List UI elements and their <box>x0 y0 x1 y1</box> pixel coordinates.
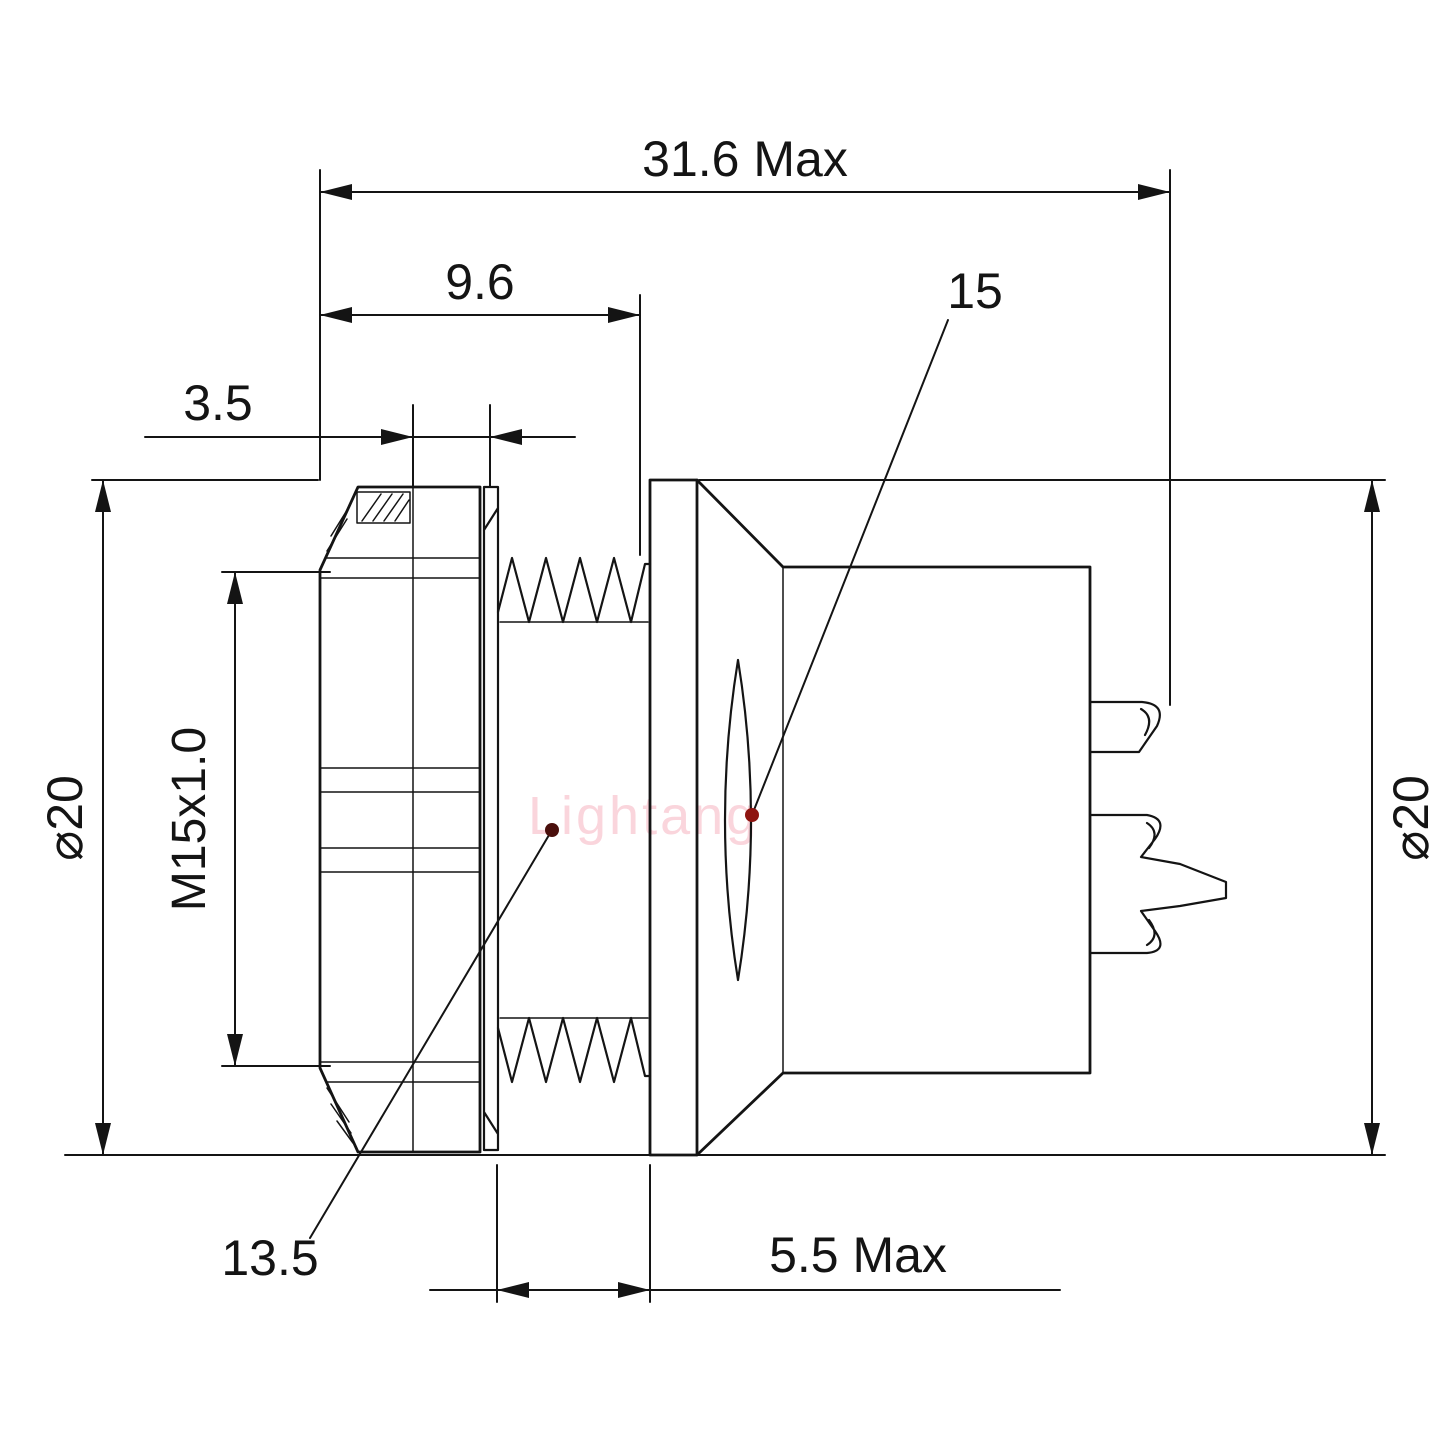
arrowhead-bottom <box>1364 1123 1380 1155</box>
arrowhead-right <box>618 1282 650 1298</box>
arrowhead-left <box>320 184 352 200</box>
leader-line <box>751 319 949 816</box>
dimension-thread-length: 13.5 <box>221 823 559 1286</box>
arrowhead-left <box>381 429 413 445</box>
dimension-lines <box>698 479 1386 1156</box>
dimension-lines <box>319 169 1171 706</box>
arrowhead-right <box>608 307 640 323</box>
diameter-right-label: ⌀20 <box>1383 775 1439 861</box>
dimension-diameter-left: ⌀20 <box>37 479 319 1156</box>
front-length-label: 9.6 <box>445 254 515 310</box>
arrowhead-right <box>1138 184 1170 200</box>
dimension-panel-max: 5.5 Max <box>429 1164 1061 1303</box>
thread-length-label: 13.5 <box>221 1230 318 1286</box>
dimension-overall-length: 31.6 Max <box>319 131 1171 706</box>
nut-detail-lines <box>319 486 481 1153</box>
connector-part <box>318 478 1228 1157</box>
arrowhead-left <box>320 307 352 323</box>
dimension-front-length: 9.6 <box>319 254 641 556</box>
nut-outline <box>318 485 482 1154</box>
arrowhead-bottom <box>95 1123 111 1155</box>
dimension-lines <box>429 1164 1061 1303</box>
thread-top-profile <box>496 556 652 624</box>
arrowhead-top <box>227 572 243 604</box>
thread-bottom-profile <box>496 1016 652 1084</box>
leader-dot-thread <box>545 823 559 837</box>
diameter-left-label: ⌀20 <box>37 775 93 861</box>
dimension-lines <box>91 479 319 1156</box>
dimension-thread-spec: M15x1.0 <box>163 571 331 1067</box>
dimension-lines <box>221 571 331 1067</box>
dimension-diameter-right: ⌀20 <box>698 479 1439 1156</box>
panel-max-label: 5.5 Max <box>769 1227 947 1283</box>
arrowhead-top <box>95 480 111 512</box>
nut-thickness-label: 3.5 <box>183 375 253 431</box>
nut-marking-window <box>356 491 411 524</box>
solder-contact-bottom <box>1088 813 1228 955</box>
dimension-nut-thickness: 3.5 <box>144 375 576 488</box>
arrowhead-top <box>1364 480 1380 512</box>
solder-contact-top <box>1088 700 1161 754</box>
arrowhead-left <box>497 1282 529 1298</box>
dimension-lines <box>319 294 641 556</box>
overall-length-label: 31.6 Max <box>642 131 848 187</box>
lock-washer <box>482 485 500 1152</box>
dimension-insert-diameter: 15 <box>745 263 1003 822</box>
insert-diameter-label: 15 <box>947 263 1003 319</box>
arrowhead-bottom <box>227 1034 243 1066</box>
leader-line <box>309 829 553 1239</box>
leader-dot-insert <box>745 808 759 822</box>
arrowhead-right <box>490 429 522 445</box>
watermark-text: Lightang <box>528 786 759 846</box>
thread-spec-label: M15x1.0 <box>163 727 216 911</box>
